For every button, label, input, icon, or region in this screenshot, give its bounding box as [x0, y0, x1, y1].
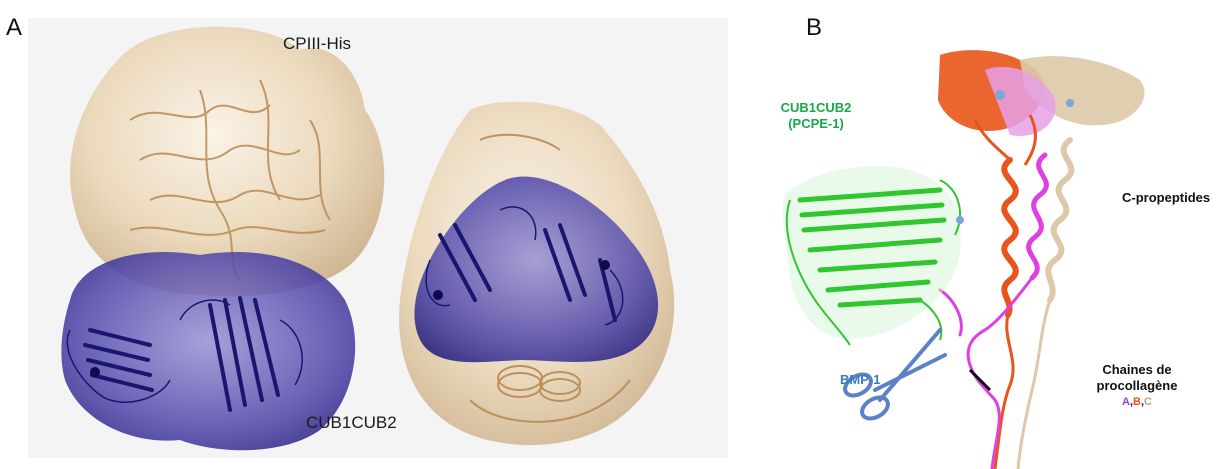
panel-a-illustration — [0, 0, 735, 469]
cub-ion-right-1 — [433, 290, 443, 300]
cub-domain-green — [783, 166, 964, 345]
cub1cub2-label: CUB1CUB2 — [306, 413, 397, 433]
c-propeptide-trimer-top — [938, 50, 1144, 165]
chain-letter-c: C — [1144, 396, 1152, 408]
panel-a-letter: A — [6, 14, 22, 42]
panel-b: B CUB1CUB2 (PCPE-1) C-propeptides BMP-1 … — [770, 0, 1221, 469]
chain-label: Chaines de procollagène A,B,C — [1082, 362, 1192, 410]
chain-label-line1: Chaines de — [1082, 362, 1192, 378]
cleavage-site — [970, 370, 990, 390]
cub-label-line1: CUB1CUB2 — [770, 100, 862, 116]
panel-a: A CPIII-His CUB1CUB2 — [0, 0, 735, 469]
cub-ion-left — [90, 367, 100, 377]
panel-b-letter: B — [806, 14, 822, 42]
cpiii-his-label: CPIII-His — [283, 34, 351, 54]
chain-letter-b: B — [1133, 396, 1141, 408]
cub-ion-right-2 — [600, 260, 610, 270]
cub-label-line2: (PCPE-1) — [770, 116, 862, 132]
cub-pcpe-label: CUB1CUB2 (PCPE-1) — [770, 100, 862, 132]
c-propeptides-label: C-propeptides — [1122, 190, 1210, 206]
chain-letter-a: A — [1122, 396, 1130, 408]
chain-label-line2: procollagène — [1082, 378, 1192, 394]
bmp1-label: BMP-1 — [840, 372, 880, 388]
chain-letters: A,B,C — [1082, 394, 1192, 410]
chain-a-magenta — [940, 155, 1046, 469]
